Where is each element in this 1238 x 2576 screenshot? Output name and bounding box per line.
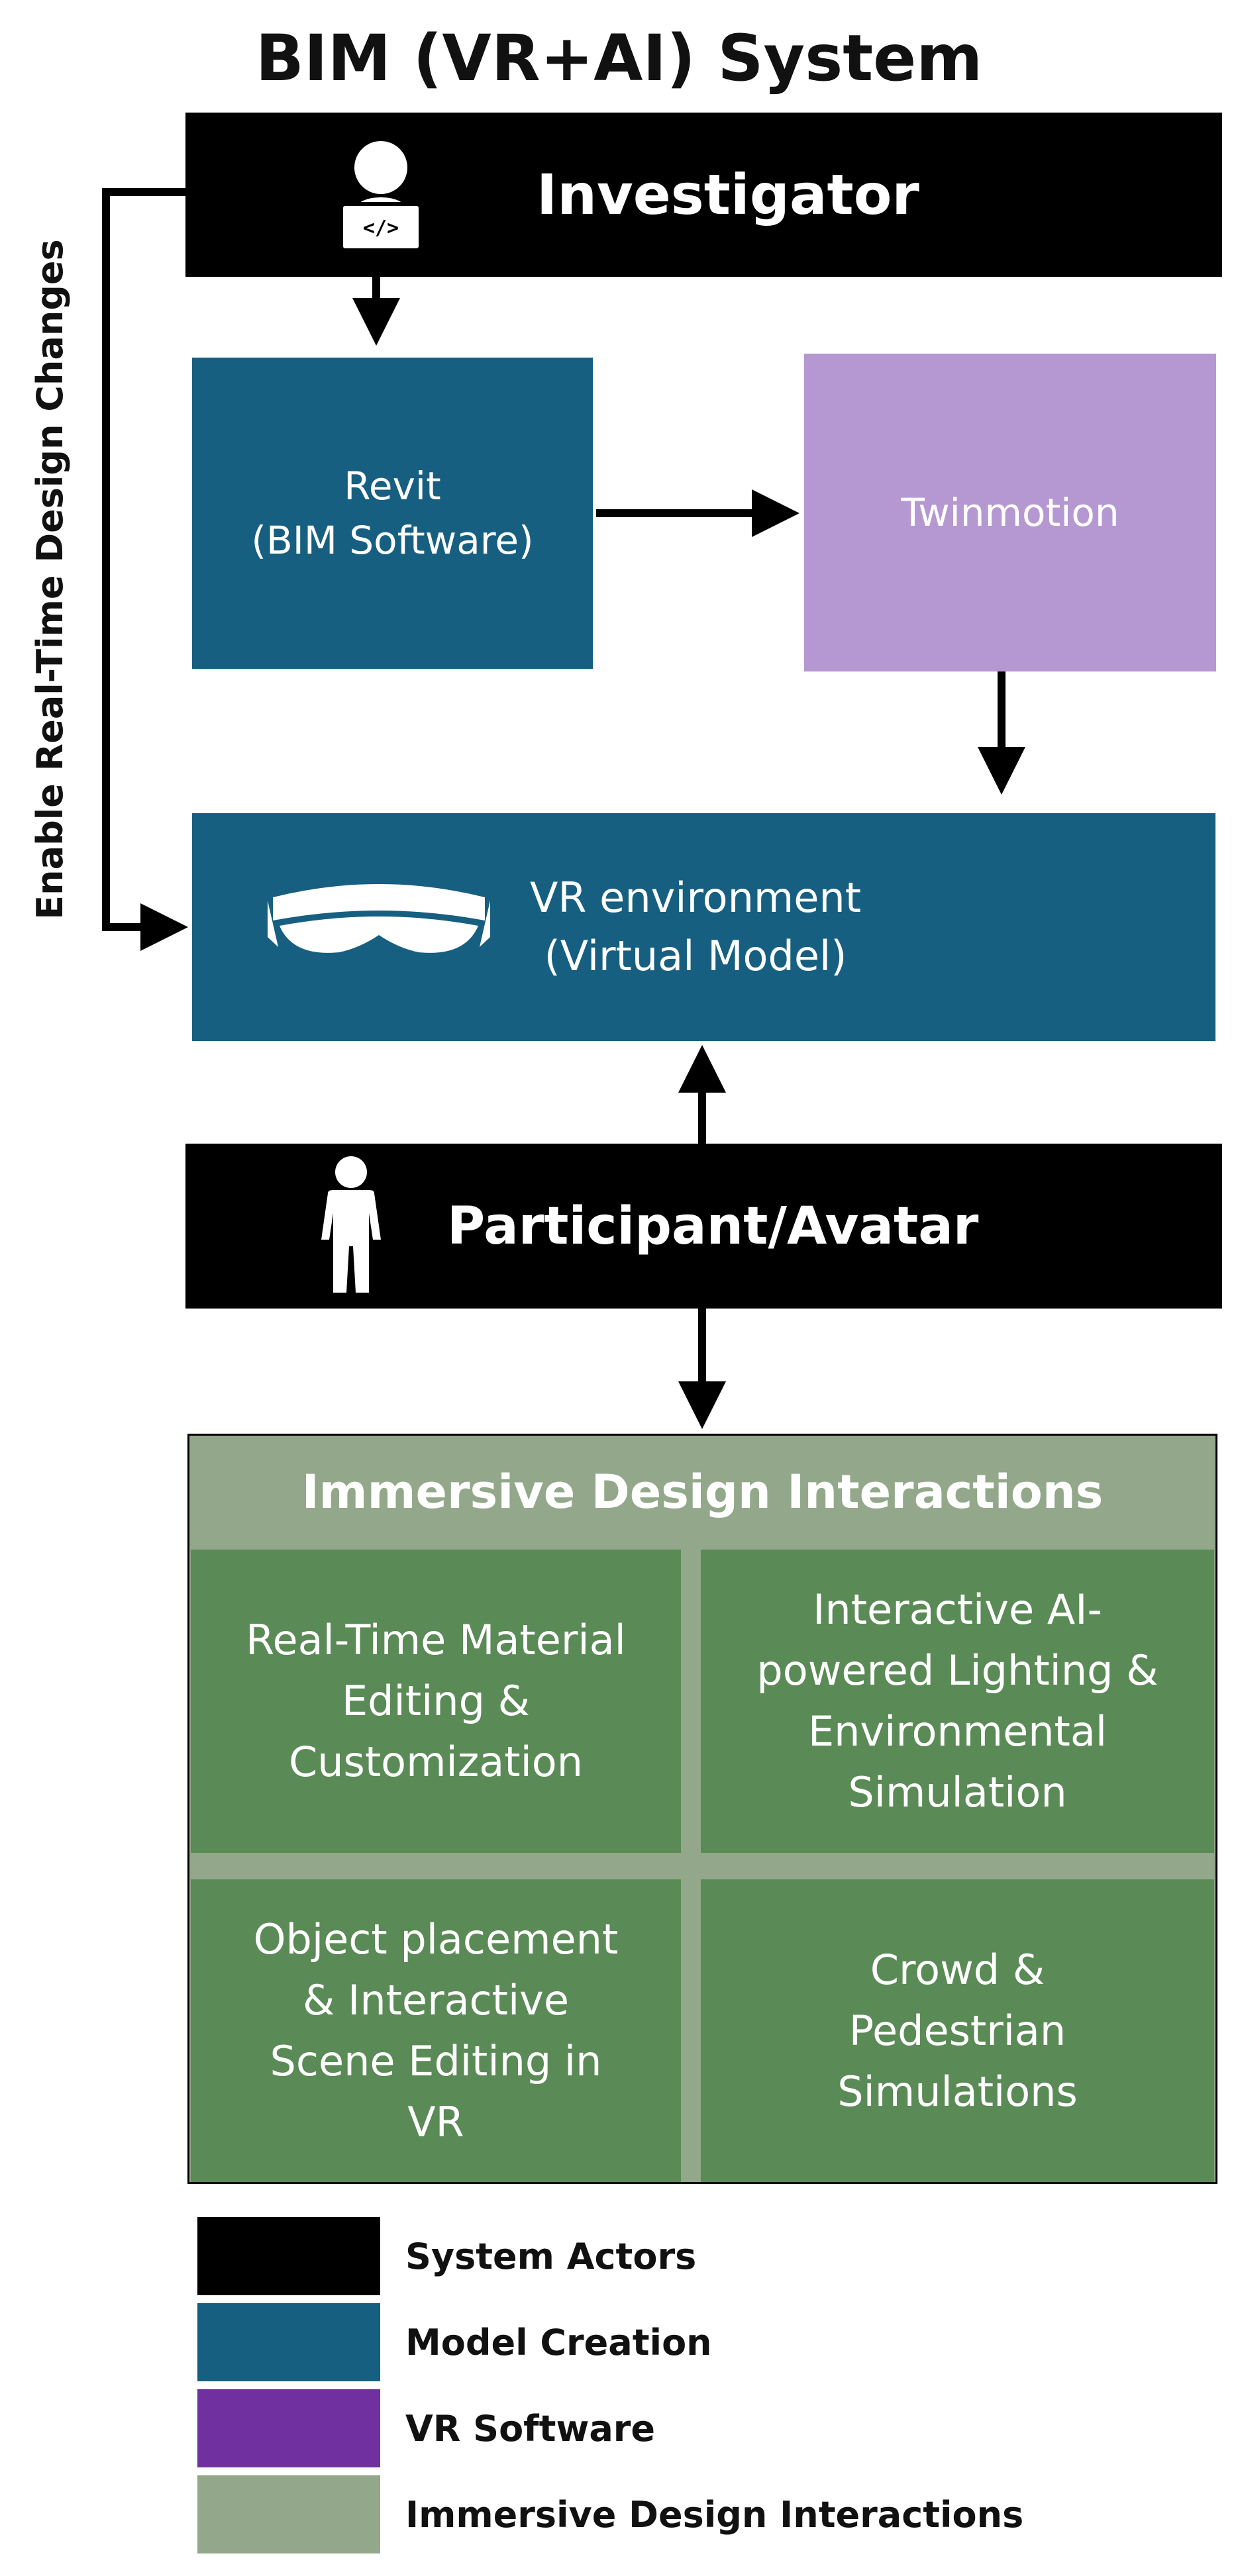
interaction-cell-material-editing: Real-Time Material Editing & Customizati…: [191, 1550, 681, 1853]
interaction-cell-crowd-simulation: Crowd & Pedestrian Simulations: [701, 1879, 1214, 2182]
participant-bar: Participant/Avatar: [185, 1144, 1222, 1309]
legend-swatch-system-actors: [197, 2217, 380, 2295]
side-label: Enable Real-Time Design Changes: [28, 239, 71, 920]
legend-swatch-vr-software: [197, 2389, 380, 2467]
legend-label-vr-software: VR Software: [405, 2407, 656, 2450]
twinmotion-box: Twinmotion: [804, 354, 1216, 671]
vr-environment-box: VR environment (Virtual Model): [192, 813, 1215, 1041]
investigator-bar: </> Investigator: [185, 113, 1222, 277]
developer-laptop-icon: </>: [339, 141, 423, 252]
legend-label-model-creation: Model Creation: [405, 2321, 712, 2363]
vr-headset-icon: [268, 884, 490, 953]
participant-label: Participant/Avatar: [447, 1196, 979, 1256]
feedback-loop-arrow: [102, 188, 188, 951]
revit-box: Revit (BIM Software): [192, 358, 593, 669]
vr-environment-label: VR environment (Virtual Model): [529, 873, 862, 980]
legend-swatch-model-creation: [197, 2303, 380, 2381]
interaction-cell-object-placement: Object placement & Interactive Scene Edi…: [191, 1879, 681, 2182]
legend-label-system-actors: System Actors: [405, 2235, 697, 2277]
investigator-label: Investigator: [537, 162, 919, 227]
legend-swatch-immersive-design-interactions: [197, 2475, 380, 2553]
interactions-panel: Immersive Design Interactions Real-Time …: [187, 1434, 1217, 2184]
svg-text:</>: </>: [363, 217, 399, 240]
interaction-cell-ai-lighting: Interactive AI- powered Lighting & Envir…: [701, 1550, 1214, 1853]
interactions-title: Immersive Design Interactions: [301, 1465, 1104, 1519]
person-icon: [321, 1156, 381, 1293]
legend-label-immersive-design-interactions: Immersive Design Interactions: [405, 2493, 1024, 2536]
diagram-title: BIM (VR+AI) System: [255, 21, 983, 95]
